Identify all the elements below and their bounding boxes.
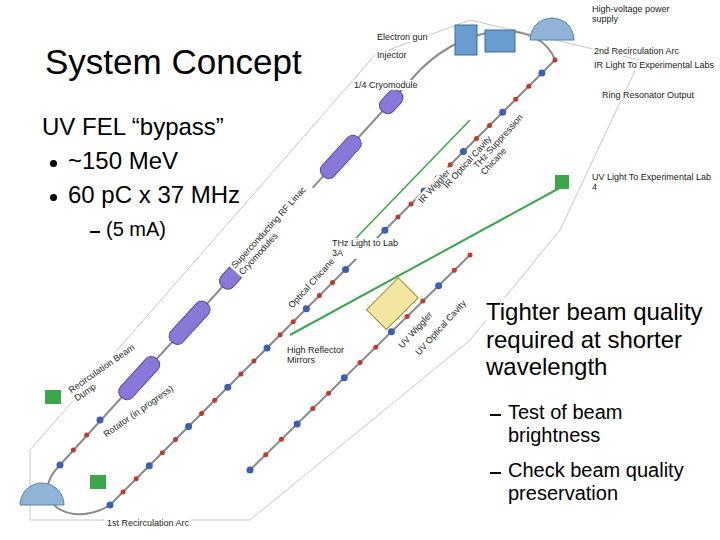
part-label: 1st Recirculation Arc [105,518,191,528]
magnet [468,253,473,258]
uv-wiggler-box [367,278,419,330]
magnet [121,489,126,494]
bullet-text: Tighter beam quality required at shorter… [486,298,718,381]
part-label: High-voltage power supply [590,4,689,25]
magnet [409,201,414,206]
magnet [294,420,301,427]
magnet [448,162,453,167]
magnet [278,332,283,337]
magnet [330,280,335,285]
magnet [317,293,322,298]
magnet [513,97,518,102]
magnet [146,462,153,469]
magnet [291,319,296,324]
magnet [405,314,410,319]
beam-dump [90,475,106,489]
magnet [173,437,178,442]
magnet [71,448,76,453]
part-label: Electron gun [375,32,430,42]
magnet [526,84,531,89]
magnet [134,476,139,481]
magnet [224,384,231,391]
bullet-dot [50,160,57,167]
bullet-heading: UV FEL “bypass” [42,113,224,141]
magnet [185,423,192,430]
magnet [212,398,217,403]
magnet [303,305,310,312]
sub-bullet-text: (5 mA) [106,218,166,241]
cryomodule [166,298,213,347]
magnet [395,215,400,220]
bullet-dash [490,414,501,416]
part-label: 1/4 Cryomodule [352,80,420,90]
magnet [381,227,388,234]
magnet [358,360,363,365]
sub-bullet-text: Test of beam brightness [508,401,718,447]
magnet [373,345,378,350]
sub-bullet-text: Check beam quality preservation [508,459,718,505]
magnet [452,268,457,273]
bullet-dot [50,194,57,201]
magnet [460,148,467,155]
part-label: Superconducting RF Linac Cryomodules [228,180,320,279]
magnet [238,372,243,377]
bullet-dash [490,472,501,474]
cryomodule [377,87,406,117]
cryomodule [317,132,364,181]
magnet [487,123,492,128]
magnet [247,467,254,474]
part-label: UV Light To Experimental Lab 4 [590,172,714,193]
bullet-text: ~150 MeV [68,147,178,175]
magnet [388,328,395,335]
magnet [553,58,558,63]
part-label: Ring Resonator Output [600,90,696,100]
magnet [264,344,271,351]
magnet [107,502,114,509]
magnet [97,417,104,424]
second-arc-dipole [530,18,574,40]
magnet [84,433,89,438]
magnet [279,437,284,442]
magnet [57,462,64,469]
hv-power-supply [485,30,515,52]
magnet [474,136,479,141]
beam-dump [45,390,61,404]
magnet [263,452,268,457]
magnet [251,359,256,364]
part-label: 2nd Recirculation Arc [592,46,681,56]
part-label: Injector [375,50,409,60]
slide-title: System Concept [45,42,302,82]
magnet [499,109,506,116]
part-label: THz Light to Lab 3A [330,238,404,259]
magnet [199,411,204,416]
electron-gun [455,25,477,55]
uv-output-port [555,175,569,189]
part-label: IR Light To Experimental Labs [592,60,716,70]
uv-bypass-beamline [250,255,470,470]
magnet [420,299,425,304]
part-label: High Reflector Mirrors [285,345,349,366]
bullet-dash [90,231,100,233]
bullet-text: 60 pC x 37 MHz [68,181,240,209]
first-arc-dipole [20,483,64,505]
magnet [160,450,165,455]
magnet [342,266,349,273]
magnet [435,282,442,289]
magnet [326,391,331,396]
magnet [310,406,315,411]
magnet [341,374,348,381]
magnet [538,70,545,77]
